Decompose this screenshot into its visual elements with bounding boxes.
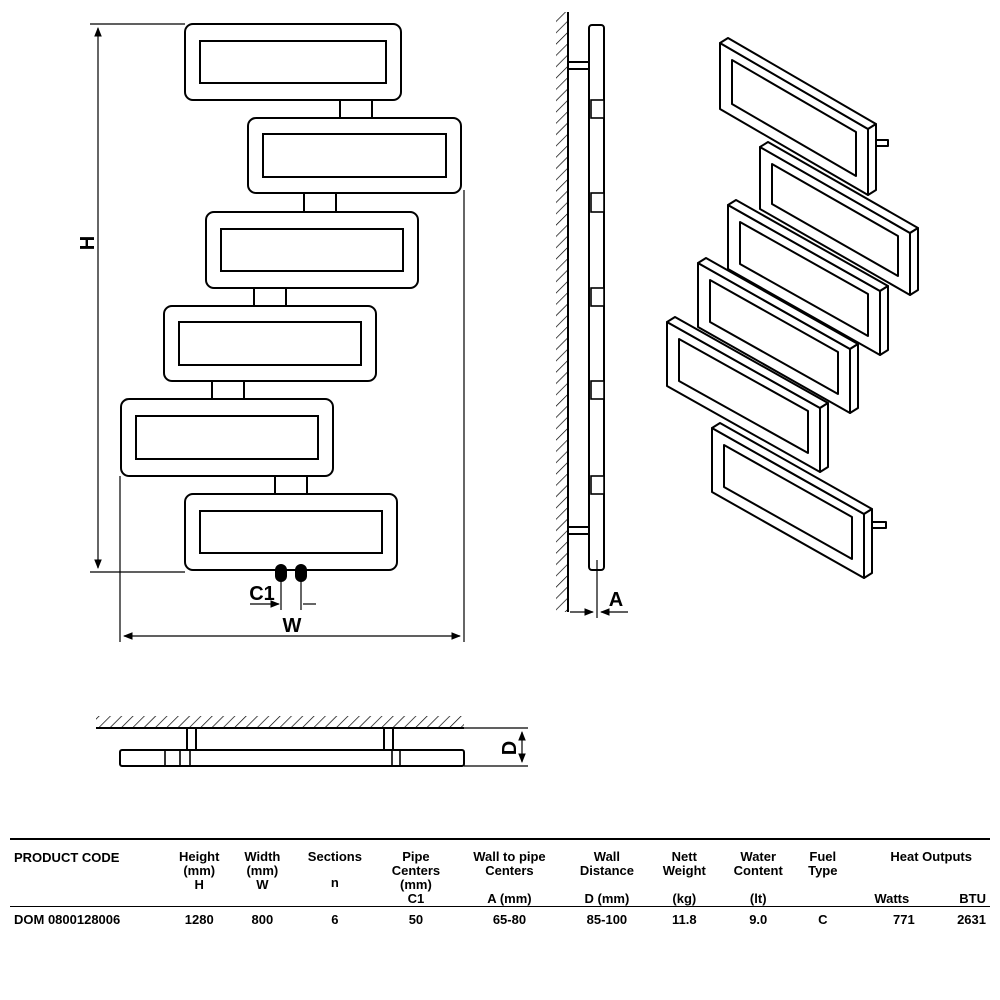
front-section-3 xyxy=(205,211,419,289)
header-wall-to-pipe: Wall to pipe Centers A (mm) xyxy=(454,838,565,906)
wall-bracket-top xyxy=(567,61,590,70)
plan-bracket-left xyxy=(186,727,197,751)
spec-row: DOM 0800128006 1280 800 6 50 65-80 85-10… xyxy=(10,907,990,927)
header-sections: Sections n xyxy=(292,838,378,906)
cell-water-content: 9.0 xyxy=(749,912,768,927)
header-width: Width (mm) W xyxy=(232,838,293,906)
cell-width: 800 xyxy=(251,912,274,927)
header-height: Height (mm) H xyxy=(166,838,233,906)
iso-section-2 xyxy=(759,141,919,296)
pipe-valve-left xyxy=(275,564,287,582)
header-pipe-centers: Pipe Centers (mm) C1 xyxy=(377,838,455,906)
front-connectors xyxy=(211,99,373,495)
label-d: D xyxy=(499,741,521,755)
side-view: A xyxy=(556,12,628,618)
front-section-1 xyxy=(184,23,402,101)
spec-table: PRODUCT CODE Height (mm) H Width (mm) W … xyxy=(10,838,990,927)
wall-hatch xyxy=(556,12,568,612)
iso-wall-pins xyxy=(871,139,889,529)
side-connectors xyxy=(590,99,605,495)
dimension-w xyxy=(119,190,465,642)
header-wall-distance: Wall Distance D (mm) xyxy=(564,838,650,906)
cell-sections: 6 xyxy=(331,912,339,927)
cell-pipe-centers: 50 xyxy=(408,912,424,927)
cell-nett-weight: 11.8 xyxy=(672,912,697,927)
ceiling-hatch xyxy=(96,716,464,728)
iso-section-3 xyxy=(727,199,889,356)
plan-view: D xyxy=(96,716,528,767)
isometric-view xyxy=(666,37,919,579)
label-c1: C1 xyxy=(249,583,275,605)
front-section-5 xyxy=(120,398,334,477)
technical-drawing: H W C1 xyxy=(77,12,919,767)
cell-btu: 2631 xyxy=(957,912,986,927)
dimension-c1 xyxy=(250,581,316,610)
header-product-code: PRODUCT CODE xyxy=(10,838,167,906)
cell-wall-to-pipe: 65-80 xyxy=(492,912,527,927)
cell-height: 1280 xyxy=(184,912,214,927)
label-w: W xyxy=(283,615,302,637)
front-section-6 xyxy=(184,493,398,571)
cell-product-code: DOM 0800128006 xyxy=(14,912,121,927)
dimension-h xyxy=(90,23,185,573)
iso-section-6 xyxy=(711,422,873,579)
label-a: A xyxy=(609,589,623,611)
spec-header-row: PRODUCT CODE Height (mm) H Width (mm) W … xyxy=(10,838,990,906)
iso-section-4 xyxy=(697,257,859,414)
header-btu: BTU xyxy=(959,891,986,906)
header-watts: Watts xyxy=(874,891,910,906)
cell-fuel-type: C xyxy=(818,912,828,927)
cell-watts: 771 xyxy=(893,912,915,927)
front-section-4 xyxy=(163,305,377,382)
header-water-content: Water Content (lt) xyxy=(719,838,798,906)
cell-wall-distance: 85-100 xyxy=(586,912,628,927)
header-heat-outputs: Heat Outputs Watts BTU xyxy=(848,838,990,906)
header-nett-weight: Nett Weight (kg) xyxy=(649,838,720,906)
iso-section-5 xyxy=(666,316,829,473)
radiator-plan-body xyxy=(119,749,465,767)
front-view xyxy=(120,23,462,582)
iso-section-1 xyxy=(719,37,877,196)
plan-bracket-right xyxy=(383,727,394,751)
label-h: H xyxy=(77,236,99,250)
pipe-valve-right xyxy=(295,564,307,582)
wall-bracket-bottom xyxy=(567,526,590,535)
header-fuel-type: Fuel Type xyxy=(797,838,849,906)
front-section-2 xyxy=(247,117,462,194)
